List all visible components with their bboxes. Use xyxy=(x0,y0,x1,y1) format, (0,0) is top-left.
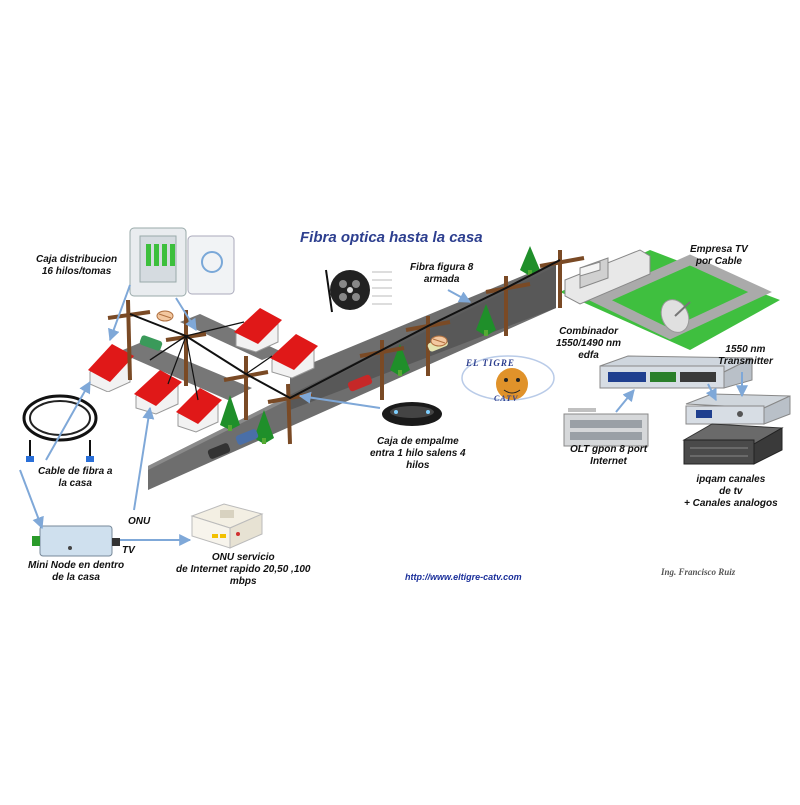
ipqam-device xyxy=(682,423,784,465)
arrow xyxy=(133,406,155,511)
tree-icon xyxy=(520,246,540,276)
house-3 xyxy=(176,388,222,433)
distribution-box-image xyxy=(129,227,235,297)
combinador-label: Combinador 1550/1490 nm edfa xyxy=(556,326,622,361)
drop-cable xyxy=(185,335,199,401)
olt-gpon-device xyxy=(563,408,649,447)
field-road xyxy=(588,254,772,340)
tv-label: TV xyxy=(122,545,135,556)
arrow xyxy=(108,284,131,342)
house-4 xyxy=(234,308,282,353)
arrow xyxy=(19,469,44,530)
house-5 xyxy=(270,334,318,379)
fiber-cable xyxy=(129,259,561,400)
mini-node-device xyxy=(32,525,120,557)
drop-cable xyxy=(245,355,273,375)
fiber-cross-section-image xyxy=(325,269,392,313)
mini-node-label: Mini Node en dentro de la casa xyxy=(28,560,125,583)
eltigre-logo xyxy=(461,355,555,401)
olt-label: OLT gpon 8 port Internet xyxy=(570,444,648,467)
empresa-tv-label: Empresa TV por Cable xyxy=(690,244,748,267)
arrow xyxy=(705,383,717,402)
headend-building xyxy=(564,249,651,305)
car-icon xyxy=(235,429,259,445)
arrow xyxy=(447,289,472,303)
website-link[interactable]: http://www.eltigre-catv.com xyxy=(405,572,522,582)
arrow xyxy=(175,297,197,332)
tree-icon xyxy=(390,344,410,376)
arrow xyxy=(45,380,91,461)
caja-distribucion-label: Caja distribucion 16 hilos/tomas xyxy=(36,254,118,277)
drop-cable xyxy=(185,321,245,337)
ipqam-label: ipqam canales de tv + Canales analogos xyxy=(684,474,778,509)
transmitter-device xyxy=(685,393,791,425)
onu-servicio-label: ONU servicio de Internet rapido 20,50 ,1… xyxy=(176,552,311,587)
arrow xyxy=(615,389,635,413)
edfa-combiner-device xyxy=(599,355,753,389)
transmitter-label: 1550 nm Transmitter xyxy=(718,344,773,367)
tree-icon xyxy=(254,410,274,444)
splice-marker-icon xyxy=(430,335,448,347)
car-icon xyxy=(347,374,373,392)
car-icon xyxy=(207,443,231,459)
arrow xyxy=(298,391,381,409)
splice-closure-image xyxy=(382,402,442,426)
cable-fibra-label: Cable de fibra a la casa xyxy=(38,466,113,489)
author-credit: Ing. Francisco Ruiz xyxy=(661,567,736,577)
fiber-cable-coil-image xyxy=(10,392,110,462)
car-icon xyxy=(139,335,163,351)
tree-icon xyxy=(476,304,496,336)
tree-icon xyxy=(220,395,240,431)
splice-marker-icon xyxy=(156,310,174,322)
logo-text-top: EL TIGRE xyxy=(466,358,515,368)
onu-device xyxy=(190,503,264,549)
fibra-figura-label: Fibra figura 8 armada xyxy=(410,262,474,285)
logo-text-bottom: CATV xyxy=(494,394,519,403)
fence xyxy=(290,262,556,410)
caja-empalme-label: Caja de empalme entra 1 hilo salens 4 hi… xyxy=(370,436,466,471)
drop-cable xyxy=(149,335,187,361)
diagram-title: Fibra optica hasta la casa xyxy=(300,229,483,246)
drop-cable xyxy=(167,335,187,385)
onu-short-label: ONU xyxy=(128,516,151,527)
satellite-dish-icon xyxy=(660,299,691,333)
flow-arrows xyxy=(19,284,748,546)
